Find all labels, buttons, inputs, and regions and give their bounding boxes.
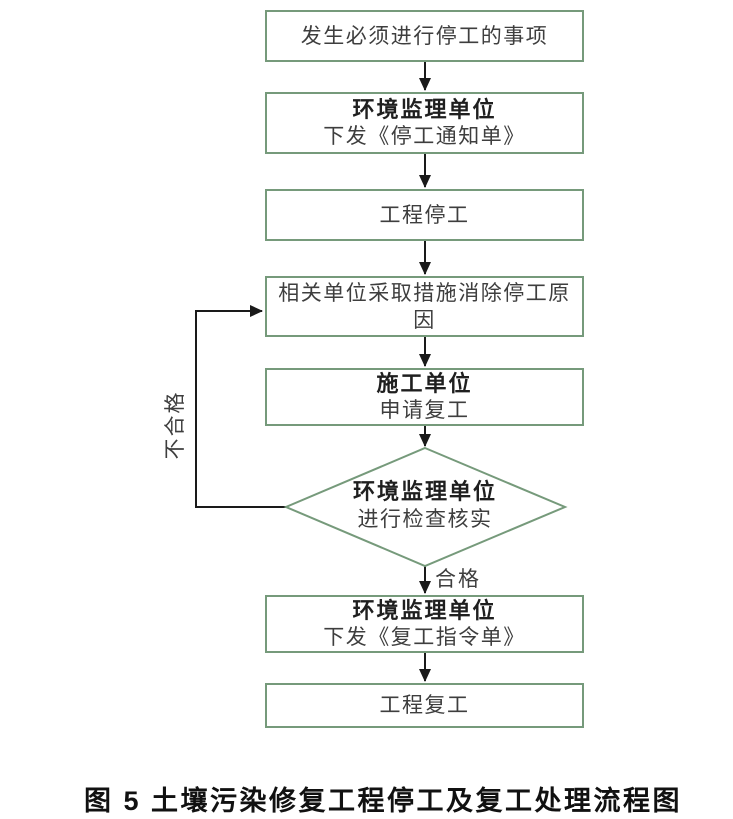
edge-label-pass: 合格 bbox=[435, 567, 481, 591]
figure-caption: 图 5 土壤污染修复工程停工及复工处理流程图 bbox=[84, 786, 683, 816]
node-stop-notice-title: 环境监理单位 bbox=[352, 97, 497, 122]
node-eliminate-cause-line2: 因 bbox=[413, 307, 436, 332]
node-stop-work-text: 工程停工 bbox=[379, 202, 470, 227]
node-inspect-text: 进行检查核实 bbox=[357, 507, 493, 531]
node-stop-notice-text: 下发《停工通知单》 bbox=[323, 124, 526, 148]
node-apply-resume-text: 申请复工 bbox=[379, 398, 470, 422]
node-apply-resume-title: 施工单位 bbox=[376, 371, 473, 396]
decision-diamond-shape bbox=[283, 446, 568, 568]
edge-label-fail: 不合格 bbox=[163, 390, 187, 460]
node-apply-resume: 施工单位 申请复工 bbox=[265, 368, 584, 426]
node-resume-work: 工程复工 bbox=[265, 683, 584, 728]
node-stop-work: 工程停工 bbox=[265, 189, 584, 241]
node-resume-order: 环境监理单位 下发《复工指令单》 bbox=[265, 595, 584, 653]
node-inspect-decision: 环境监理单位 进行检查核实 bbox=[300, 478, 550, 533]
feedback-fail-path bbox=[195, 305, 286, 508]
node-stop-notice: 环境监理单位 下发《停工通知单》 bbox=[265, 92, 584, 154]
node-eliminate-cause-line1: 相关单位采取措施消除停工原 bbox=[278, 280, 571, 305]
node-resume-order-title: 环境监理单位 bbox=[352, 598, 497, 623]
node-resume-order-text: 下发《复工指令单》 bbox=[323, 625, 526, 649]
node-resume-work-text: 工程复工 bbox=[379, 693, 470, 717]
node-eliminate-cause: 相关单位采取措施消除停工原 因 bbox=[265, 276, 584, 337]
node-start: 发生必须进行停工的事项 bbox=[265, 10, 584, 62]
node-inspect-title: 环境监理单位 bbox=[352, 479, 497, 504]
node-start-text: 发生必须进行停工的事项 bbox=[300, 23, 549, 48]
